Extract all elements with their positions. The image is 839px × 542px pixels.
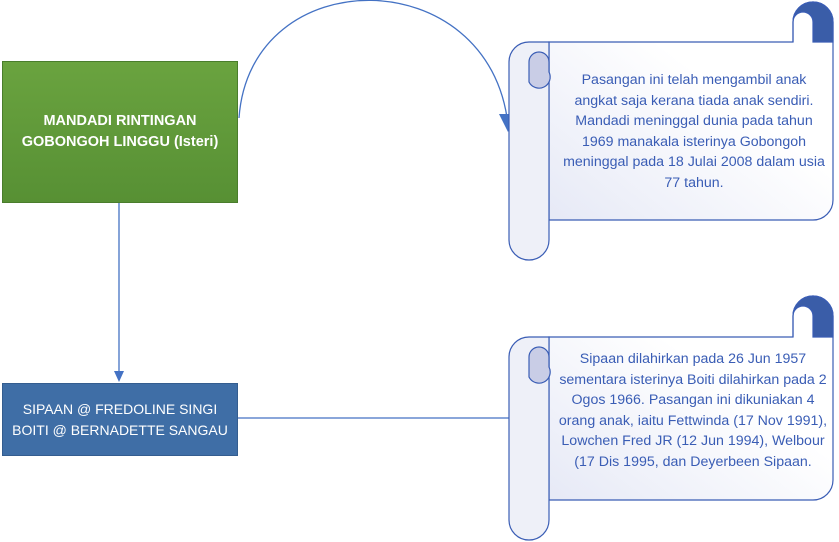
couple-note: Sipaan dilahirkan pada 26 Jun 1957 semen… [558, 351, 828, 470]
parents-node[interactable]: MANDADI RINTINGAN GOBONGOH LINGGU (Ister… [2, 61, 238, 203]
parents-spouse: GOBONGOH LINGGU (Isteri) [21, 134, 219, 150]
couple-node[interactable]: SIPAAN @ FREDOLINE SINGI BOITI @ BERNADE… [2, 383, 238, 456]
arc-connector [238, 0, 509, 126]
parents-note: Pasangan ini telah mengambil anak angkat… [563, 72, 825, 191]
couple-name: SIPAAN @ FREDOLINE SINGI [22, 400, 218, 417]
couple-spouse: BOITI @ BERNADETTE SANGAU [12, 421, 228, 438]
scroll-shape [508, 1, 834, 261]
scroll-shape [508, 295, 834, 541]
arrowhead-icon [114, 371, 124, 382]
parents-name: MANDADI RINTINGAN [43, 113, 197, 129]
